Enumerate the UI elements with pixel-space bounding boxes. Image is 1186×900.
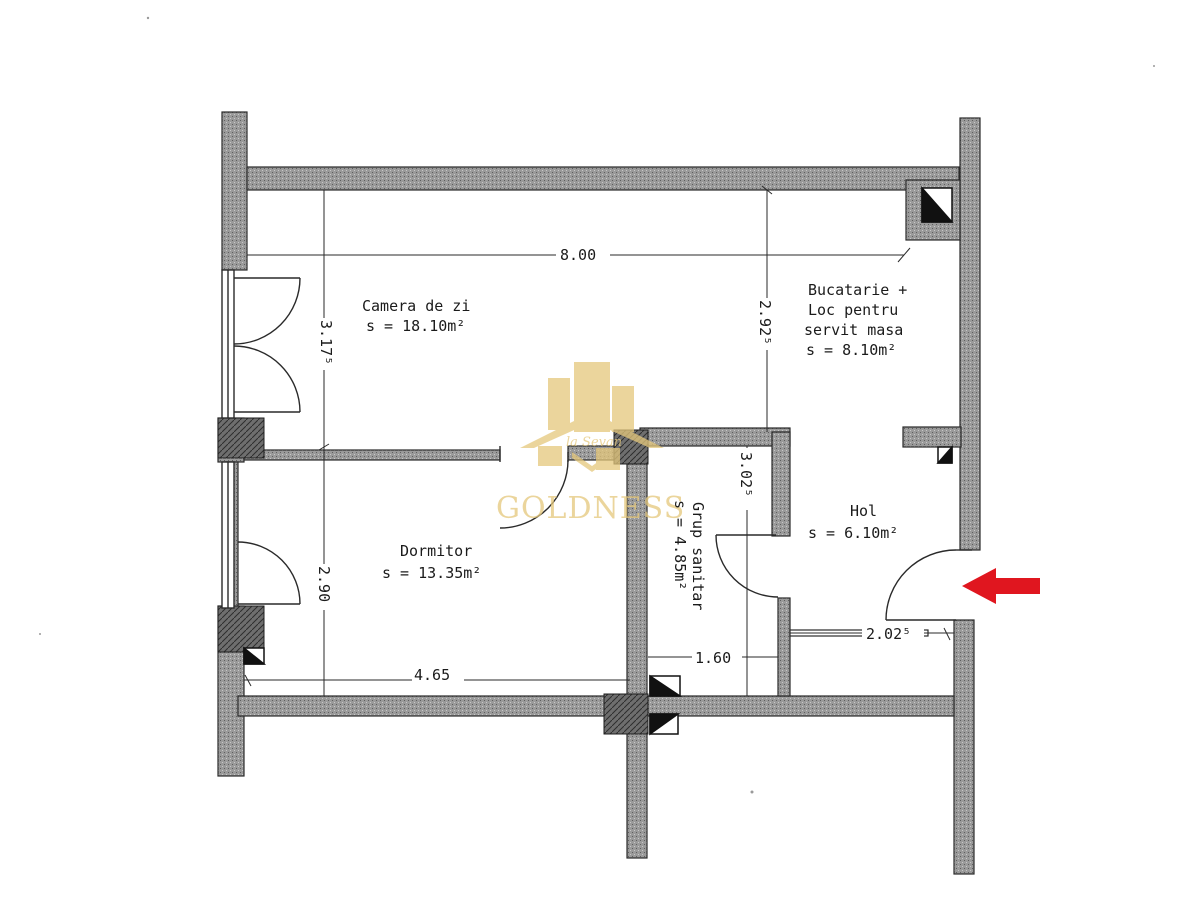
entrance-arrow-icon bbox=[962, 568, 1040, 604]
room-area-dormitor: s = 13.35m² bbox=[382, 564, 481, 582]
dim-bath-height: 3.02⁵ bbox=[737, 452, 755, 497]
dim-bath-width: 1.60 bbox=[695, 649, 731, 667]
door-entrance-swing bbox=[885, 549, 957, 621]
room-name-bucatarie-line2: Loc pentru bbox=[808, 301, 898, 319]
door-bath-swing bbox=[715, 534, 779, 598]
right-wall-bottom bbox=[953, 619, 975, 875]
left-wall-top bbox=[221, 111, 248, 271]
dim-bedroom-width: 4.65 bbox=[414, 666, 450, 684]
top-wall bbox=[246, 166, 960, 191]
bath-wall-right-lower bbox=[777, 597, 791, 697]
room-area-grup-sanitar: s = 4.85m² bbox=[671, 500, 689, 590]
room-name-grup-sanitar: Grup sanitar bbox=[689, 502, 707, 610]
building-icon bbox=[520, 362, 664, 472]
dim-kitchen-height: 2.92⁵ bbox=[756, 300, 774, 345]
room-name-camera-de-zi: Camera de zi bbox=[362, 297, 470, 315]
dimension-labels: 8.00 3.17⁵ 2.92⁵ 3.02⁵ 2.90 4.65 1.60 2.… bbox=[315, 245, 924, 685]
partition-living-bedroom bbox=[243, 449, 501, 461]
room-area-hol: s = 6.10m² bbox=[808, 524, 898, 542]
dim-living-height: 3.17⁵ bbox=[317, 320, 335, 365]
right-wall-top bbox=[959, 117, 981, 551]
watermark-brand: GOLDNESS bbox=[496, 491, 685, 526]
hall-wall-stub bbox=[902, 426, 962, 448]
room-labels: Camera de zi s = 18.10m² Bucatarie + Loc… bbox=[362, 281, 907, 610]
room-name-dormitor: Dormitor bbox=[400, 542, 472, 560]
dim-hall-width: 2.02⁵ bbox=[866, 625, 911, 643]
dim-bedroom-height: 2.90 bbox=[315, 566, 333, 602]
room-area-bucatarie: s = 8.10m² bbox=[806, 341, 896, 359]
windows bbox=[221, 269, 301, 609]
doors bbox=[499, 446, 972, 621]
vent-ducts bbox=[243, 186, 954, 736]
watermark-logo: la Sevan GOLDNESS bbox=[496, 362, 685, 526]
door-bedroom-swing bbox=[499, 459, 569, 529]
dim-total-width: 8.00 bbox=[560, 246, 596, 264]
column-left-low bbox=[217, 605, 265, 653]
room-area-camera-de-zi: s = 18.10m² bbox=[366, 317, 465, 335]
room-name-hol: Hol bbox=[850, 502, 877, 520]
column-bath-bottom bbox=[603, 693, 649, 735]
watermark-tagline: la Sevan bbox=[566, 435, 622, 450]
bath-wall-right bbox=[771, 431, 791, 537]
bottom-wall bbox=[237, 695, 955, 717]
scan-specks bbox=[39, 16, 1155, 794]
column-left-mid bbox=[217, 417, 265, 459]
columns bbox=[217, 417, 649, 735]
room-name-bucatarie-line3: servit masa bbox=[804, 321, 903, 339]
room-name-bucatarie-line1: Bucatarie + bbox=[808, 281, 907, 299]
